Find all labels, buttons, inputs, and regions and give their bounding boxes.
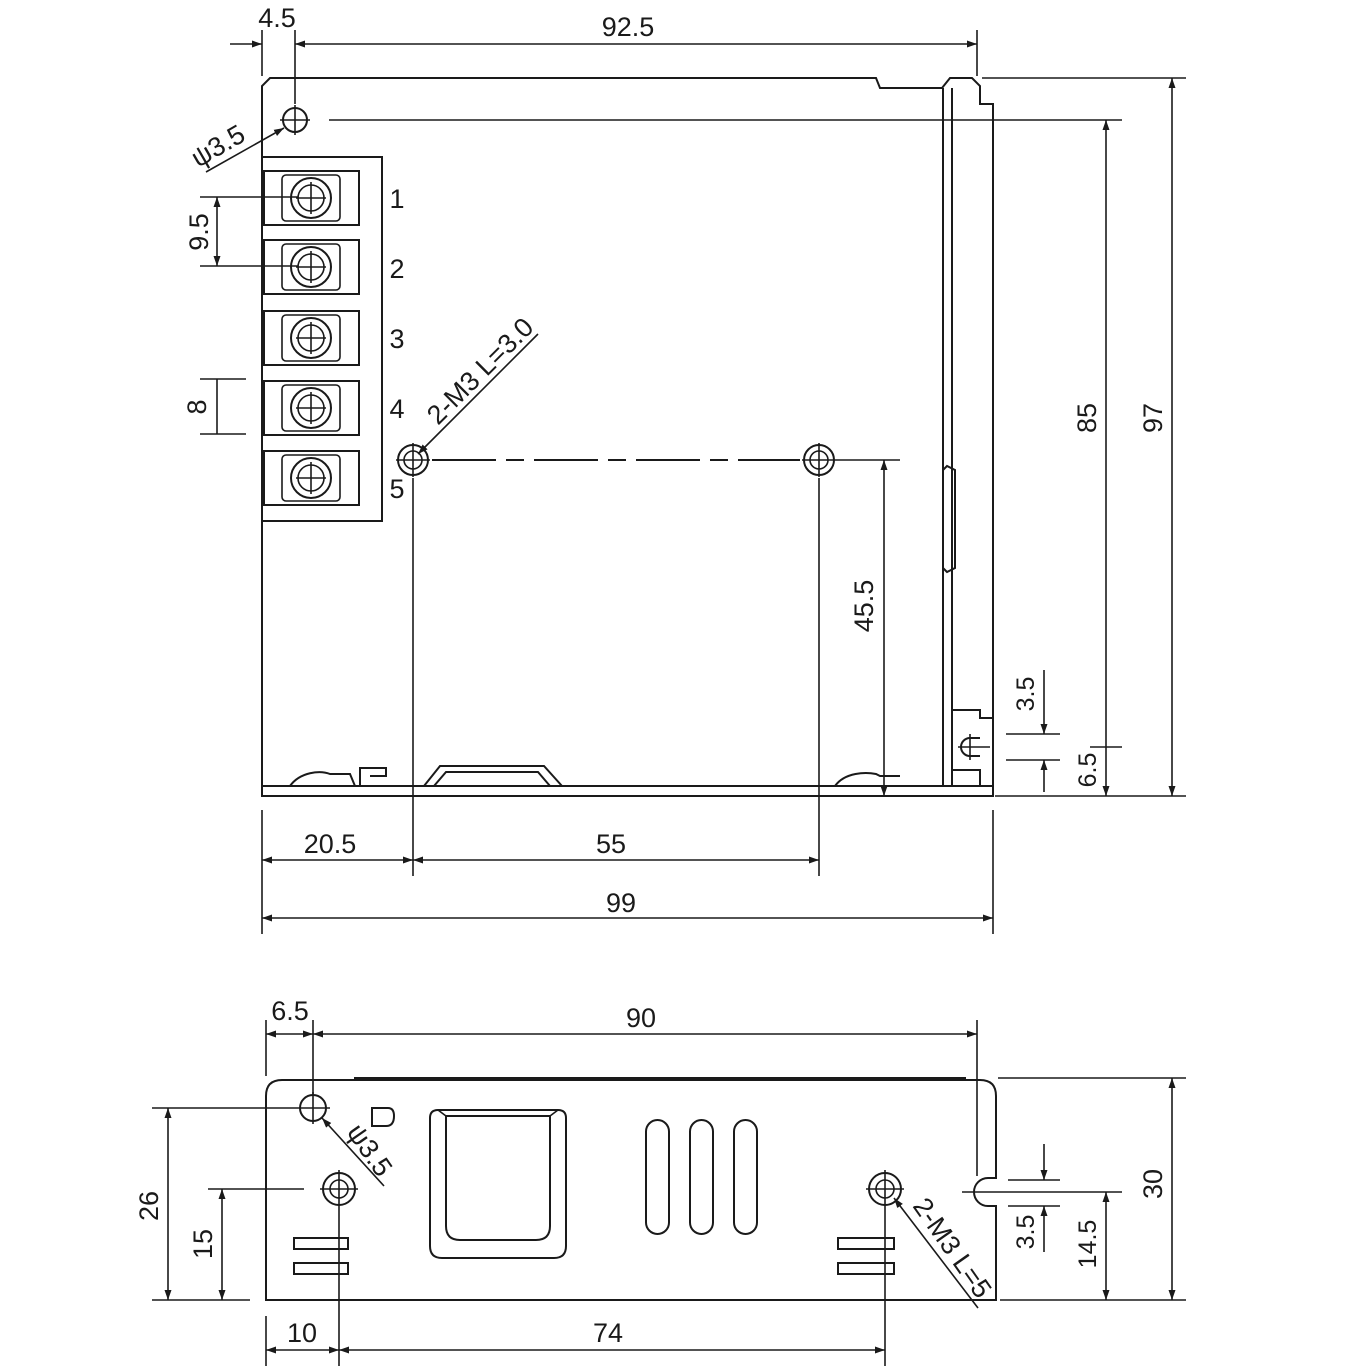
dim-top-hole-to-edge: 92.5 (602, 12, 655, 42)
dim-total-width: 99 (606, 888, 636, 918)
terminal-5 (263, 450, 360, 506)
dim-total-height: 97 (1138, 403, 1168, 433)
dim-top-side-offset: 6.5 (1074, 753, 1102, 788)
dim-side-hole-height: 26 (134, 1191, 164, 1221)
terminal-number: 2 (389, 254, 404, 284)
dim-top-hole-offset: 4.5 (258, 3, 296, 33)
dim-mount-spacing-v: 45.5 (849, 580, 879, 633)
terminal-number: 1 (389, 184, 404, 214)
dim-top-mount-spacing-h: 55 (596, 829, 626, 859)
dim-inner-height: 85 (1072, 403, 1102, 433)
side-m3-hole-left (320, 1170, 358, 1208)
dim-side-mount-height: 15 (188, 1229, 218, 1259)
terminal-1 (263, 170, 360, 226)
terminal-number: 4 (389, 394, 404, 424)
terminal-4 (263, 380, 360, 436)
m3-hole-right (802, 443, 836, 477)
top-view-body-outline (261, 77, 994, 797)
terminal-2 (263, 239, 360, 295)
dim-side-slot: 3.5 (1012, 1215, 1040, 1250)
m3-hole-left (396, 443, 430, 477)
dim-side-total-height: 30 (1138, 1169, 1168, 1199)
top-mount-hole (280, 105, 310, 135)
side-rails (293, 1237, 895, 1275)
side-view-body-outline (265, 1079, 997, 1301)
note-top-mount: 2-M3 L=3.0 (421, 312, 539, 430)
terminal-3 (263, 310, 360, 366)
terminal-block (261, 156, 383, 522)
dim-side-offset: 14.5 (1074, 1220, 1102, 1269)
top-view: 4.5 92.5 ψ3.5 9.5 8 2-M3 L=3.0 45.5 85 9… (182, 3, 1186, 934)
dim-terminal-pitch: 9.5 (184, 213, 214, 251)
vent-window (429, 1109, 567, 1259)
vent-slots (645, 1119, 758, 1235)
side-m3-hole-right (866, 1170, 904, 1208)
dim-side-hole-to-edge: 90 (626, 1003, 656, 1033)
side-view: 6.5 90 ψ3.5 26 15 2-M3 L=5 3.5 14.5 30 1… (134, 996, 1186, 1366)
side-mount-hole (296, 1092, 330, 1124)
dim-side-hole-offset: 6.5 (271, 996, 309, 1026)
terminal-screws (263, 170, 360, 506)
terminal-number: 3 (389, 324, 404, 354)
terminal-numbers: 1 2 3 4 5 (389, 184, 404, 504)
dim-terminal-height: 8 (182, 399, 212, 414)
terminal-number: 5 (389, 474, 404, 504)
dim-side-mount-spacing-h: 74 (593, 1318, 623, 1348)
dim-top-side-slot: 3.5 (1012, 677, 1040, 712)
side-rail (942, 88, 993, 786)
dim-side-offset-left: 10 (287, 1318, 317, 1348)
note-side-mount: 2-M3 L=5 (907, 1192, 997, 1303)
dim-top-offset-left: 20.5 (304, 829, 357, 859)
dim-side-hole-diameter: ψ3.5 (341, 1118, 398, 1182)
